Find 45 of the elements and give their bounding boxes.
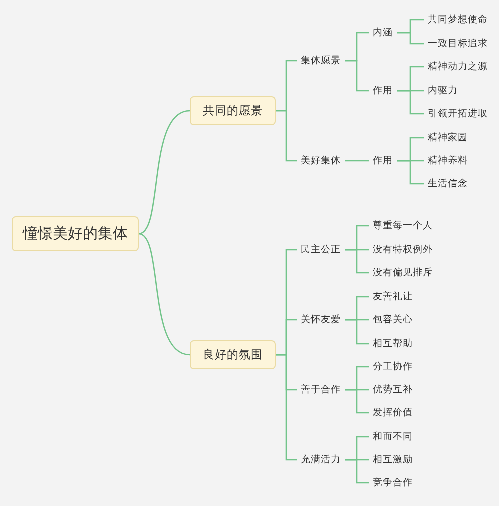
topic-text: 充满活力: [300, 452, 342, 468]
connector-line: [345, 160, 369, 162]
topic-text: 和而不同: [372, 430, 414, 444]
connector-line: [397, 32, 424, 45]
topic-text: 关怀友爱: [300, 312, 342, 328]
topic-text: 没有偏见排斥: [372, 266, 434, 280]
central-topic-box: 憧憬美好的集体: [12, 216, 139, 252]
topic-text: 引领开拓进取: [427, 106, 489, 122]
topic-text: 精神家园: [427, 130, 469, 146]
topic-box: 良好的氛围: [190, 340, 276, 370]
topic-text: 作用: [372, 84, 394, 98]
topic-text: 作用: [372, 154, 394, 168]
topic-text: 尊重每一个人: [372, 218, 434, 234]
topic-text: 优势互补: [372, 382, 414, 398]
connector-line: [397, 160, 424, 185]
topic-text: 集体愿景: [300, 54, 342, 68]
connector-line: [138, 233, 190, 356]
topic-text: 善于合作: [300, 382, 342, 398]
connector-line: [276, 354, 297, 461]
topic-text: 内涵: [372, 26, 394, 40]
topic-text: 相互帮助: [372, 336, 414, 352]
topic-text: 生活信念: [427, 176, 469, 192]
topic-text: 精神养料: [427, 154, 469, 168]
connector-line: [276, 110, 297, 162]
topic-text: 精神动力之源: [427, 60, 489, 74]
connector-line: [345, 459, 369, 484]
topic-text: 发挥价值: [372, 406, 414, 420]
topic-text: 包容关心: [372, 312, 414, 328]
connector-line: [397, 90, 424, 115]
topic-text: 一致目标追求: [427, 36, 489, 52]
topic-text: 共同梦想使命: [427, 12, 489, 28]
topic-text: 内驱力: [427, 84, 459, 98]
topic-text: 没有特权例外: [372, 242, 434, 258]
connector-line: [138, 110, 190, 235]
topic-text: 相互激励: [372, 452, 414, 468]
topic-box: 共同的愿景: [190, 96, 276, 126]
connector-line: [345, 60, 369, 92]
topic-text: 友善礼让: [372, 290, 414, 304]
topic-text: 分工协作: [372, 360, 414, 374]
connector-line: [345, 249, 369, 274]
connector-line: [345, 389, 369, 414]
topic-text: 竞争合作: [372, 476, 414, 490]
topic-text: 美好集体: [300, 154, 342, 168]
topic-text: 民主公正: [300, 242, 342, 258]
connector-line: [345, 319, 369, 345]
